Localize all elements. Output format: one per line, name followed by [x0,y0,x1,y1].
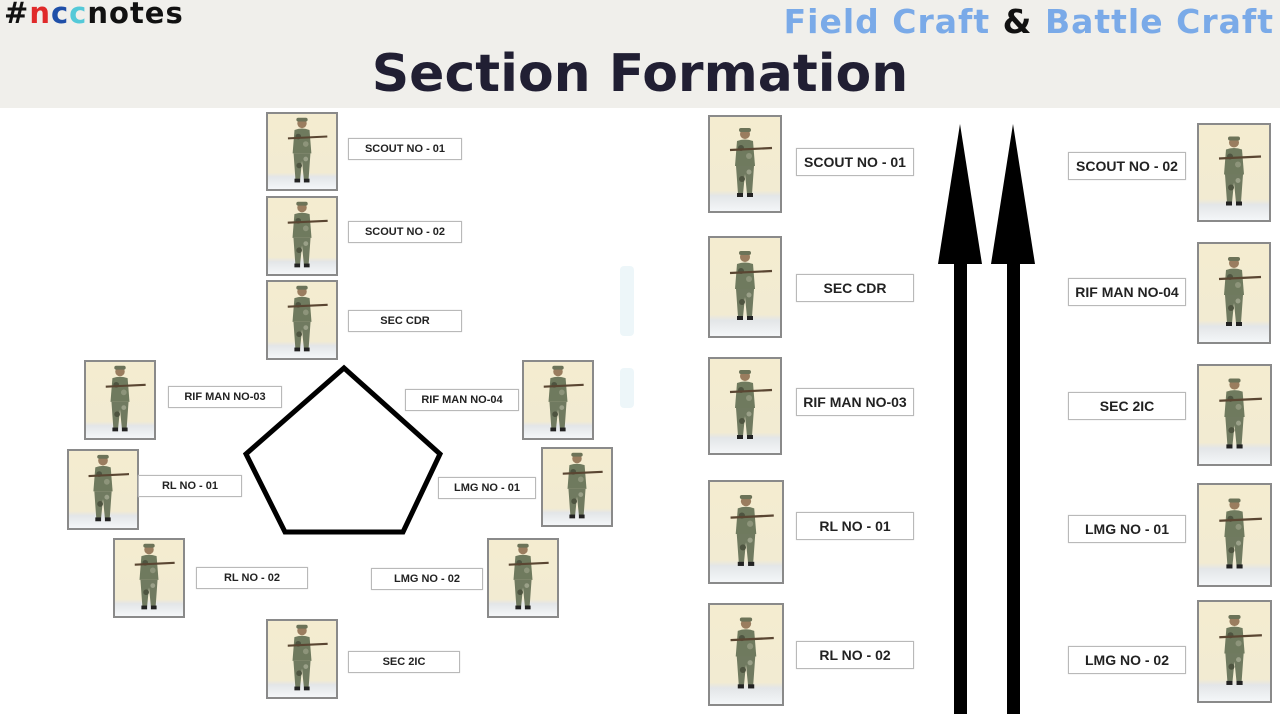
brand-logo: #nccnotes [4,0,184,30]
label-rl-02: RL NO - 02 [796,641,914,669]
soldier-photo-rl-01 [708,480,784,584]
header-banner: #nccnotes Field Craft & Battle Craft Sec… [0,0,1280,108]
soldier-photo-rifleman-03 [708,357,782,455]
soldier-photo-rifleman-04 [522,360,594,440]
soldier-photo-rl-02 [113,538,185,618]
soldier-photo-rl-01 [67,449,139,530]
label-lmg-01: LMG NO - 01 [1068,515,1186,543]
label-rl-01: RL NO - 01 [796,512,914,540]
label-rifleman-04: RIF MAN NO-04 [1068,278,1186,306]
label-sec-2ic: SEC 2IC [348,651,460,673]
soldier-photo-sec-cdr [266,280,338,360]
label-sec-cdr: SEC CDR [796,274,914,302]
label-rl-02: RL NO - 02 [196,567,308,589]
label-rifleman-03: RIF MAN NO-03 [168,386,282,408]
soldier-photo-rifleman-04 [1197,242,1271,344]
soldier-photo-rifleman-03 [84,360,156,440]
label-lmg-02: LMG NO - 02 [1068,646,1186,674]
soldier-photo-lmg-01 [1197,483,1272,587]
soldier-photo-lmg-02 [1197,600,1272,703]
label-sec-2ic: SEC 2IC [1068,392,1186,420]
label-rifleman-04: RIF MAN NO-04 [405,389,519,411]
label-sec-cdr: SEC CDR [348,310,462,332]
soldier-photo-sec-2ic [1197,364,1272,466]
soldier-photo-sec-cdr [708,236,782,338]
label-lmg-01: LMG NO - 01 [438,477,536,499]
pentagon-shape [242,364,444,535]
soldier-photo-scout-01 [708,115,782,213]
label-scout-01: SCOUT NO - 01 [348,138,462,160]
soldier-photo-lmg-02 [487,538,559,618]
soldier-photo-scout-02 [1197,123,1271,222]
label-scout-02: SCOUT NO - 02 [348,221,462,243]
watermark-shape [620,368,634,408]
soldier-photo-rl-02 [708,603,784,706]
soldier-photo-scout-02 [266,196,338,276]
soldier-photo-scout-01 [266,112,338,191]
diamond-formation-diagram: SCOUT NO - 01 SCOUT NO - 02 SEC CDR RIF … [0,108,660,720]
topic-subtitle: Field Craft & Battle Craft [783,2,1274,41]
page-title: Section Formation [371,44,909,104]
soldier-photo-sec-2ic [266,619,338,699]
label-lmg-02: LMG NO - 02 [371,568,483,590]
label-rifleman-03: RIF MAN NO-03 [796,388,914,416]
label-rl-01: RL NO - 01 [138,475,242,497]
file-formation-diagram: SCOUT NO - 01 SEC CDR RIF MAN NO-03 RL N… [660,108,1280,720]
watermark-shape [620,266,634,336]
label-scout-01: SCOUT NO - 01 [796,148,914,176]
soldier-photo-lmg-01 [541,447,613,527]
double-arrow-up-icon [938,124,1035,714]
label-scout-02: SCOUT NO - 02 [1068,152,1186,180]
